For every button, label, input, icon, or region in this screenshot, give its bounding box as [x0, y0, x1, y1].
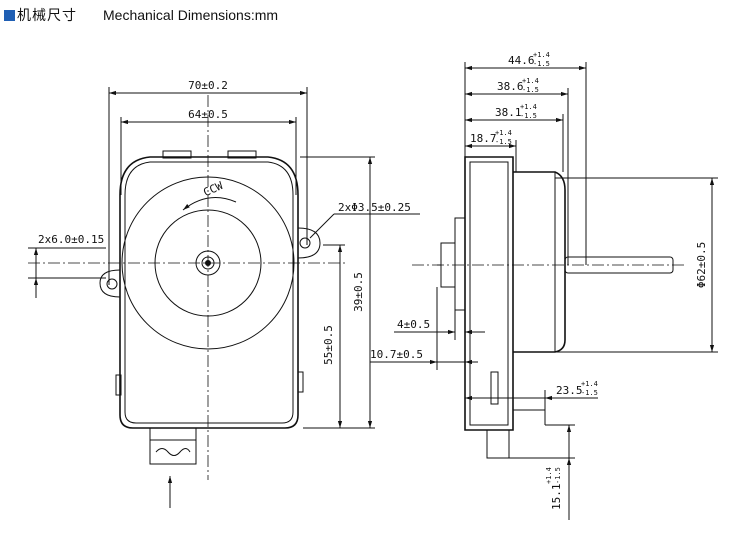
- left-mounting-hole: [106, 278, 118, 290]
- dim-6-label: 2x6.0±0.15: [38, 233, 104, 246]
- dim-23-5-tol-lower: -1.5: [581, 389, 598, 397]
- page-header: 机械尺寸 Mechanical Dimensions:mm: [4, 6, 278, 24]
- dim-70-label: 70±0.2: [188, 79, 228, 92]
- square-bullet-icon: [4, 9, 15, 21]
- motor-housing: [513, 171, 566, 353]
- title-chinese: 机械尺寸: [17, 7, 77, 23]
- hole-leader: [309, 213, 335, 239]
- dim-38-6-label: 38.6: [497, 80, 524, 93]
- dim-23-5-label: 23.5: [556, 384, 583, 397]
- motor-body-inner-outline: [124, 161, 294, 424]
- dim-18-7-tol-lower: -1.5: [495, 138, 512, 146]
- shaft-boss-inner: [201, 256, 215, 270]
- dim-15-1-tol-lower: -1.5: [554, 467, 562, 484]
- dim-diameter-label: Φ62±0.5: [695, 242, 708, 288]
- rotor-circle: [154, 209, 262, 317]
- front-view: CCW 70±0.2 64±0.5 2x6.0±0.15 2xΦ3.5±0.25: [28, 79, 420, 508]
- dim-hole-label: 2xΦ3.5±0.25: [338, 201, 411, 214]
- dim-38-6-tol-lower: -1.5: [522, 86, 539, 94]
- side-clip: [490, 371, 499, 405]
- dim-10-7-label: 10.7±0.5: [370, 348, 423, 361]
- left-side-clip: [115, 374, 122, 396]
- title-english: Mechanical Dimensions:mm: [103, 7, 279, 23]
- side-connector: [486, 429, 510, 459]
- dim-18-7-label: 18.7: [470, 132, 497, 145]
- shaft-boss-outer: [195, 250, 221, 276]
- bottom-connector: [149, 427, 197, 465]
- ccw-rotation-arrow: [182, 197, 237, 211]
- dim-44-6-tol-upper: +1.4: [533, 51, 550, 59]
- side-view: 44.6 +1.4 -1.5 38.6 +1.4 -1.5 38.1 +1.4 …: [370, 51, 718, 520]
- top-tab-left: [162, 150, 192, 159]
- dim-38-1-tol-lower: -1.5: [520, 112, 537, 120]
- dim-15-1-tol-upper: +1.4: [545, 467, 553, 484]
- left-mounting-ear: [99, 269, 121, 298]
- side-frame-outline: [464, 156, 514, 431]
- dim-64-label: 64±0.5: [188, 108, 228, 121]
- right-side-clip: [297, 371, 304, 393]
- right-mounting-hole: [299, 237, 311, 249]
- connector-wave: [155, 448, 191, 456]
- dim-38-1-label: 38.1: [495, 106, 522, 119]
- dim-39-label: 39±0.5: [352, 272, 365, 312]
- dim-4-label: 4±0.5: [397, 318, 430, 331]
- dim-38-1-tol-upper: +1.4: [520, 103, 537, 111]
- stator-circle: [121, 176, 295, 350]
- side-frame-inner: [469, 161, 509, 426]
- dim-23-5-tol-upper: +1.4: [581, 380, 598, 388]
- dim-55-label: 55±0.5: [322, 325, 335, 365]
- ccw-label: CCW: [201, 179, 225, 199]
- output-shaft: [564, 256, 674, 274]
- top-tab-right: [227, 150, 257, 159]
- dim-44-6-label: 44.6: [508, 54, 535, 67]
- right-mounting-ear: [297, 227, 321, 259]
- shaft-center: [205, 260, 211, 266]
- back-boss: [454, 217, 465, 311]
- dim-18-7-tol-upper: +1.4: [495, 129, 512, 137]
- dim-44-6-tol-lower: -1.5: [533, 60, 550, 68]
- dim-38-6-tol-upper: +1.4: [522, 77, 539, 85]
- dim-15-1-label: 15.1: [550, 484, 563, 511]
